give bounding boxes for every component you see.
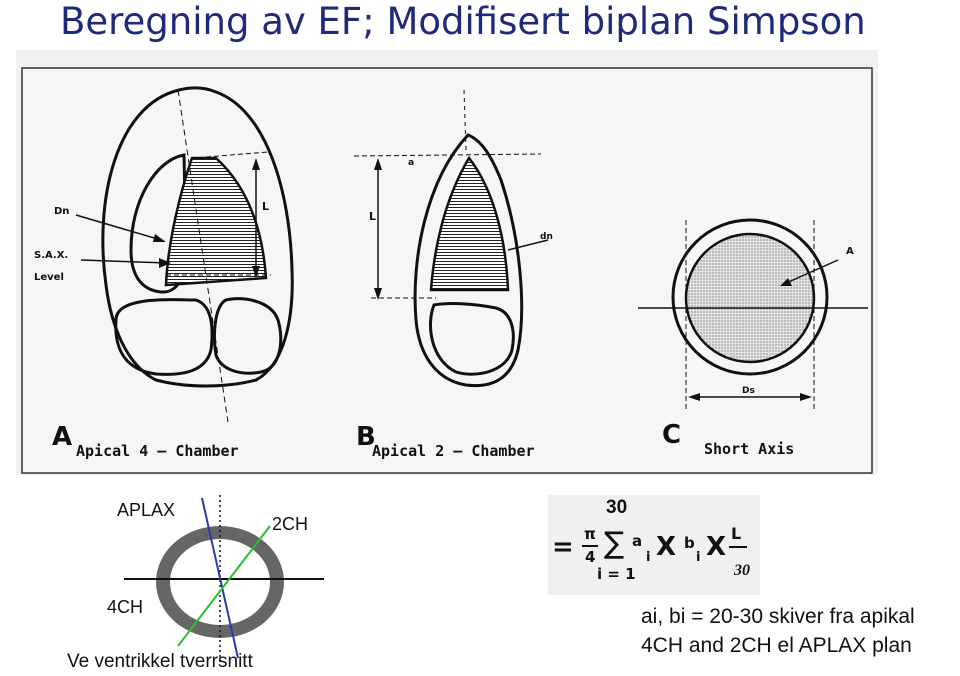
formula-a: a [632,532,643,550]
formula-denominator: 30 [734,562,750,579]
formula-upper-limit: 30 [606,497,628,518]
panel-a-caption: Apical 4 — Chamber [76,442,239,460]
panel-b-label-a: a [408,158,415,168]
aplax-label: APLAX [117,500,176,520]
2ch-label: 2CH [272,514,309,534]
panel-a-label-dn: Dn [54,206,70,217]
formula-equals: = [552,532,574,562]
panel-c-inner-circle [684,232,816,364]
formula-l-bar [729,546,747,548]
panel-a-letter: A [52,422,73,452]
panel-a-label-l: L [262,200,270,213]
4ch-label: 4CH [107,597,144,617]
panel-c-letter: C [662,420,682,450]
panel-c-label-ds: Ds [742,386,755,396]
panel-a-dn-pointer [75,214,162,241]
formula-i-1: i [646,550,651,565]
formula-times-2: X [706,532,727,562]
page-title: Beregning av EF; Modifisert biplan Simps… [60,0,866,43]
formula-sigma: ∑ [604,526,625,561]
2ch-plane-line [177,525,271,647]
panel-a-label-level: Level [34,272,64,283]
panel-b-label-dn: dn [540,232,553,242]
formula-lower-index: i = 1 [597,565,636,583]
panel-c-label-a: A [846,246,854,257]
formula-four: 4 [585,548,596,566]
panel-a-lv-hatched [164,156,268,287]
formula-background [548,495,760,595]
formula-pi: π [584,525,596,543]
panel-b-letter: B [356,422,376,452]
aplax-plane-line [201,497,239,659]
note-line-1: ai, bi = 20-30 skiver fra apikal [641,605,915,628]
panel-a-label-sax: S.A.X. [34,250,69,261]
figure-drawing [16,50,878,475]
formula-l: L [731,524,742,543]
panel-b-label-l: L [369,210,377,223]
panel-c-outer-circle [671,218,829,376]
formula-times-1: X [656,532,677,562]
panel-b-heart [413,133,524,388]
panel-c-caption: Short Axis [704,440,795,458]
cross-section-caption: Ve ventrikkel tverrsnitt [67,651,253,672]
panel-a-axis-line [177,89,229,423]
formula-b: b [684,534,695,552]
formula-i-2: i [696,550,701,565]
panel-b-lv-hatched [429,155,510,292]
formula-fraction-bar [582,545,598,547]
panel-b-caption: Apical 2 — Chamber [372,442,535,460]
cross-section-drawing [124,495,324,662]
note-line-2: 4CH and 2CH el APLAX plan [641,634,912,657]
